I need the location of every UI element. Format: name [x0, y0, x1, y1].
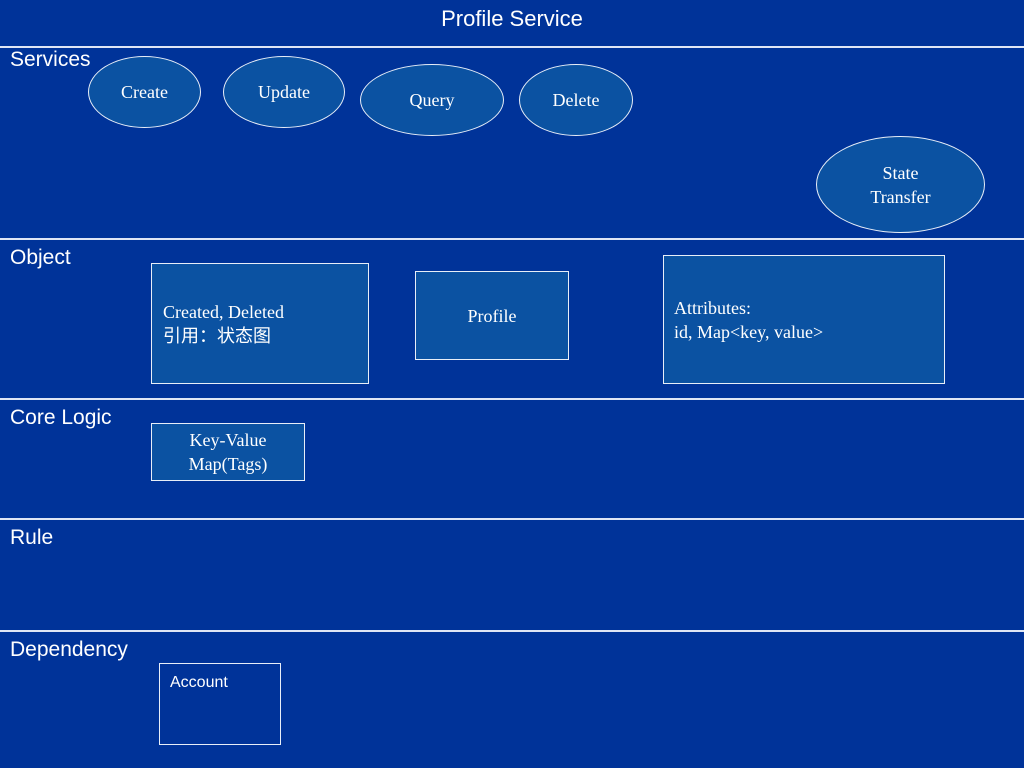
rule-label: Rule — [10, 526, 54, 549]
attributes-box: Attributes: id, Map<key, value> — [663, 255, 945, 384]
attributes-heading: Attributes: — [674, 298, 751, 318]
key-value-line2: Map(Tags) — [188, 454, 268, 474]
services-band: Services — [0, 48, 1024, 240]
profile-box: Profile — [415, 271, 569, 360]
lifecycle-box: Created, Deleted 引用：状态图 — [151, 263, 369, 384]
state-transfer-service: State Transfer — [816, 136, 985, 233]
query-service: Query — [360, 64, 504, 136]
object-label: Object — [10, 246, 71, 269]
dependency-band: Dependency — [0, 632, 1024, 768]
state-transfer-line1: State — [882, 162, 919, 183]
core-logic-label: Core Logic — [10, 406, 112, 429]
diagram-title: Profile Service — [441, 6, 583, 31]
object-band: Object — [0, 240, 1024, 400]
key-value-line1: Key-Value — [189, 430, 267, 450]
delete-service: Delete — [519, 64, 633, 136]
dependency-label: Dependency — [10, 638, 128, 661]
account-label: Account — [170, 674, 228, 691]
core-logic-band: Core Logic — [0, 400, 1024, 520]
rule-band: Rule — [0, 520, 1024, 632]
services-label: Services — [10, 48, 91, 71]
lifecycle-reference: 引用：状态图 — [163, 325, 271, 346]
account-box: Account — [159, 663, 281, 745]
lifecycle-states: Created, Deleted — [163, 301, 284, 322]
attributes-fields: id, Map<key, value> — [674, 322, 824, 342]
create-service: Create — [88, 56, 201, 128]
title-band: Profile Service — [0, 0, 1024, 48]
update-service: Update — [223, 56, 345, 128]
state-transfer-line2: Transfer — [870, 186, 931, 207]
key-value-box: Key-Value Map(Tags) — [151, 423, 305, 481]
